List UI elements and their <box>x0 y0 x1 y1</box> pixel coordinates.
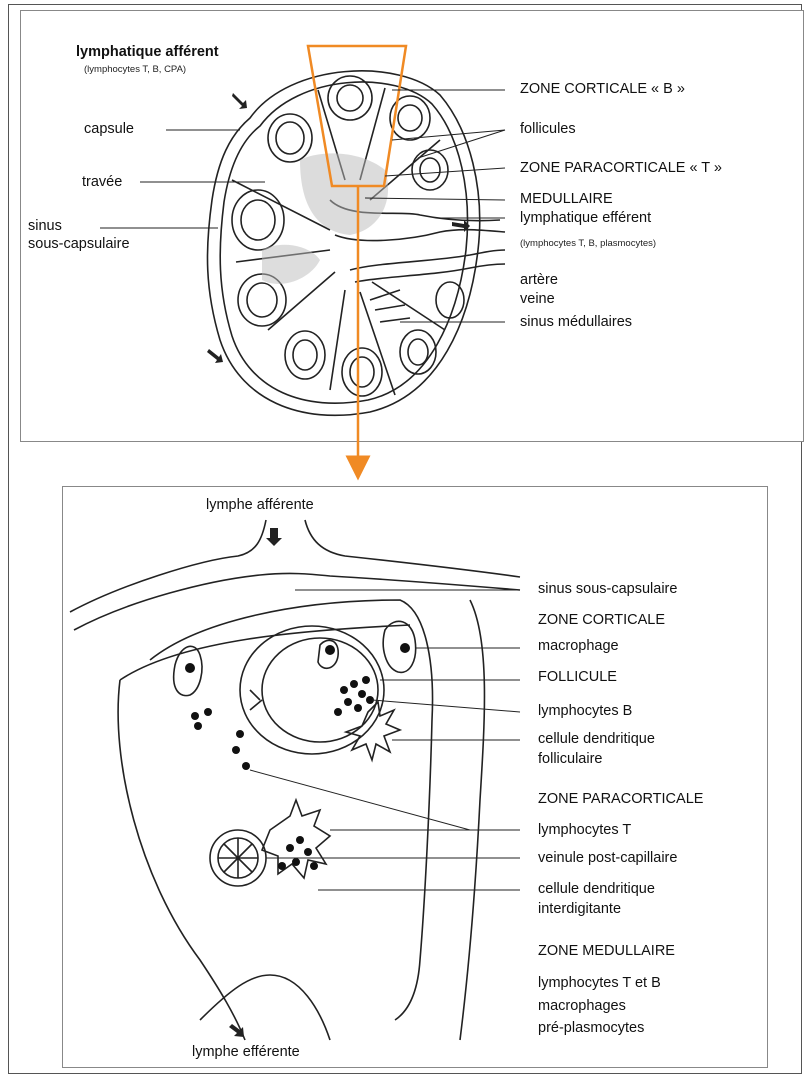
label-sinus-sous-capsulaire: sinus sous-capsulaire <box>538 581 677 598</box>
paracortex-shading <box>262 153 388 283</box>
label-cellule-interdigitante-2: interdigitante <box>538 901 621 918</box>
label-lymph-efferent-sub: (lymphocytes T, B, plasmocytes) <box>520 238 656 249</box>
label-capsule: capsule <box>84 121 134 138</box>
label-lymphocytes-t: lymphocytes T <box>538 822 631 839</box>
label-lymph-efferent: lymphatique efférent <box>520 210 651 227</box>
label-zone-paracorticale: ZONE PARACORTICALE <box>538 791 703 808</box>
cortex-detail-drawing <box>70 520 520 1040</box>
label-cellule-interdigitante-1: cellule dendritique <box>538 881 655 898</box>
label-travee: travée <box>82 174 122 191</box>
label-lymphocytes-b: lymphocytes B <box>538 703 632 720</box>
label-sinus: sinus <box>28 218 62 235</box>
bottom-flow-arrows <box>229 528 282 1037</box>
label-cellule-dendritique-folliculaire-1: cellule dendritique <box>538 731 655 748</box>
label-zone-medullaire: ZONE MEDULLAIRE <box>538 943 675 960</box>
label-zone-paracorticale-t: ZONE PARACORTICALE « T » <box>520 160 722 177</box>
label-lymph-afferent: lymphatique afférent <box>76 44 219 61</box>
label-medullaire: MEDULLAIRE <box>520 191 613 208</box>
label-follicules: follicules <box>520 121 576 138</box>
label-artere: artère <box>520 272 558 289</box>
label-sinus-medullaires: sinus médullaires <box>520 314 632 331</box>
label-veinule: veinule post-capillaire <box>538 850 677 867</box>
top-leader-lines <box>100 90 505 322</box>
label-lymphe-efferente: lymphe efférente <box>192 1044 300 1061</box>
label-lymphe-afferente: lymphe afférente <box>206 497 314 514</box>
label-med-item-2: macrophages <box>538 998 626 1015</box>
label-zone-corticale: ZONE CORTICALE <box>538 612 665 629</box>
label-veine: veine <box>520 291 555 308</box>
label-med-item-3: pré-plasmocytes <box>538 1020 644 1037</box>
label-macrophage: macrophage <box>538 638 619 655</box>
label-zone-corticale-b: ZONE CORTICALE « B » <box>520 81 685 98</box>
label-cellule-dendritique-folliculaire-2: folliculaire <box>538 751 602 768</box>
label-sous-capsulaire: sous-capsulaire <box>28 236 130 253</box>
label-med-item-1: lymphocytes T et B <box>538 975 661 992</box>
lymph-node-section <box>207 71 505 415</box>
label-follicule: FOLLICULE <box>538 669 617 686</box>
label-lymph-afferent-sub: (lymphocytes T, B, CPA) <box>84 64 186 75</box>
